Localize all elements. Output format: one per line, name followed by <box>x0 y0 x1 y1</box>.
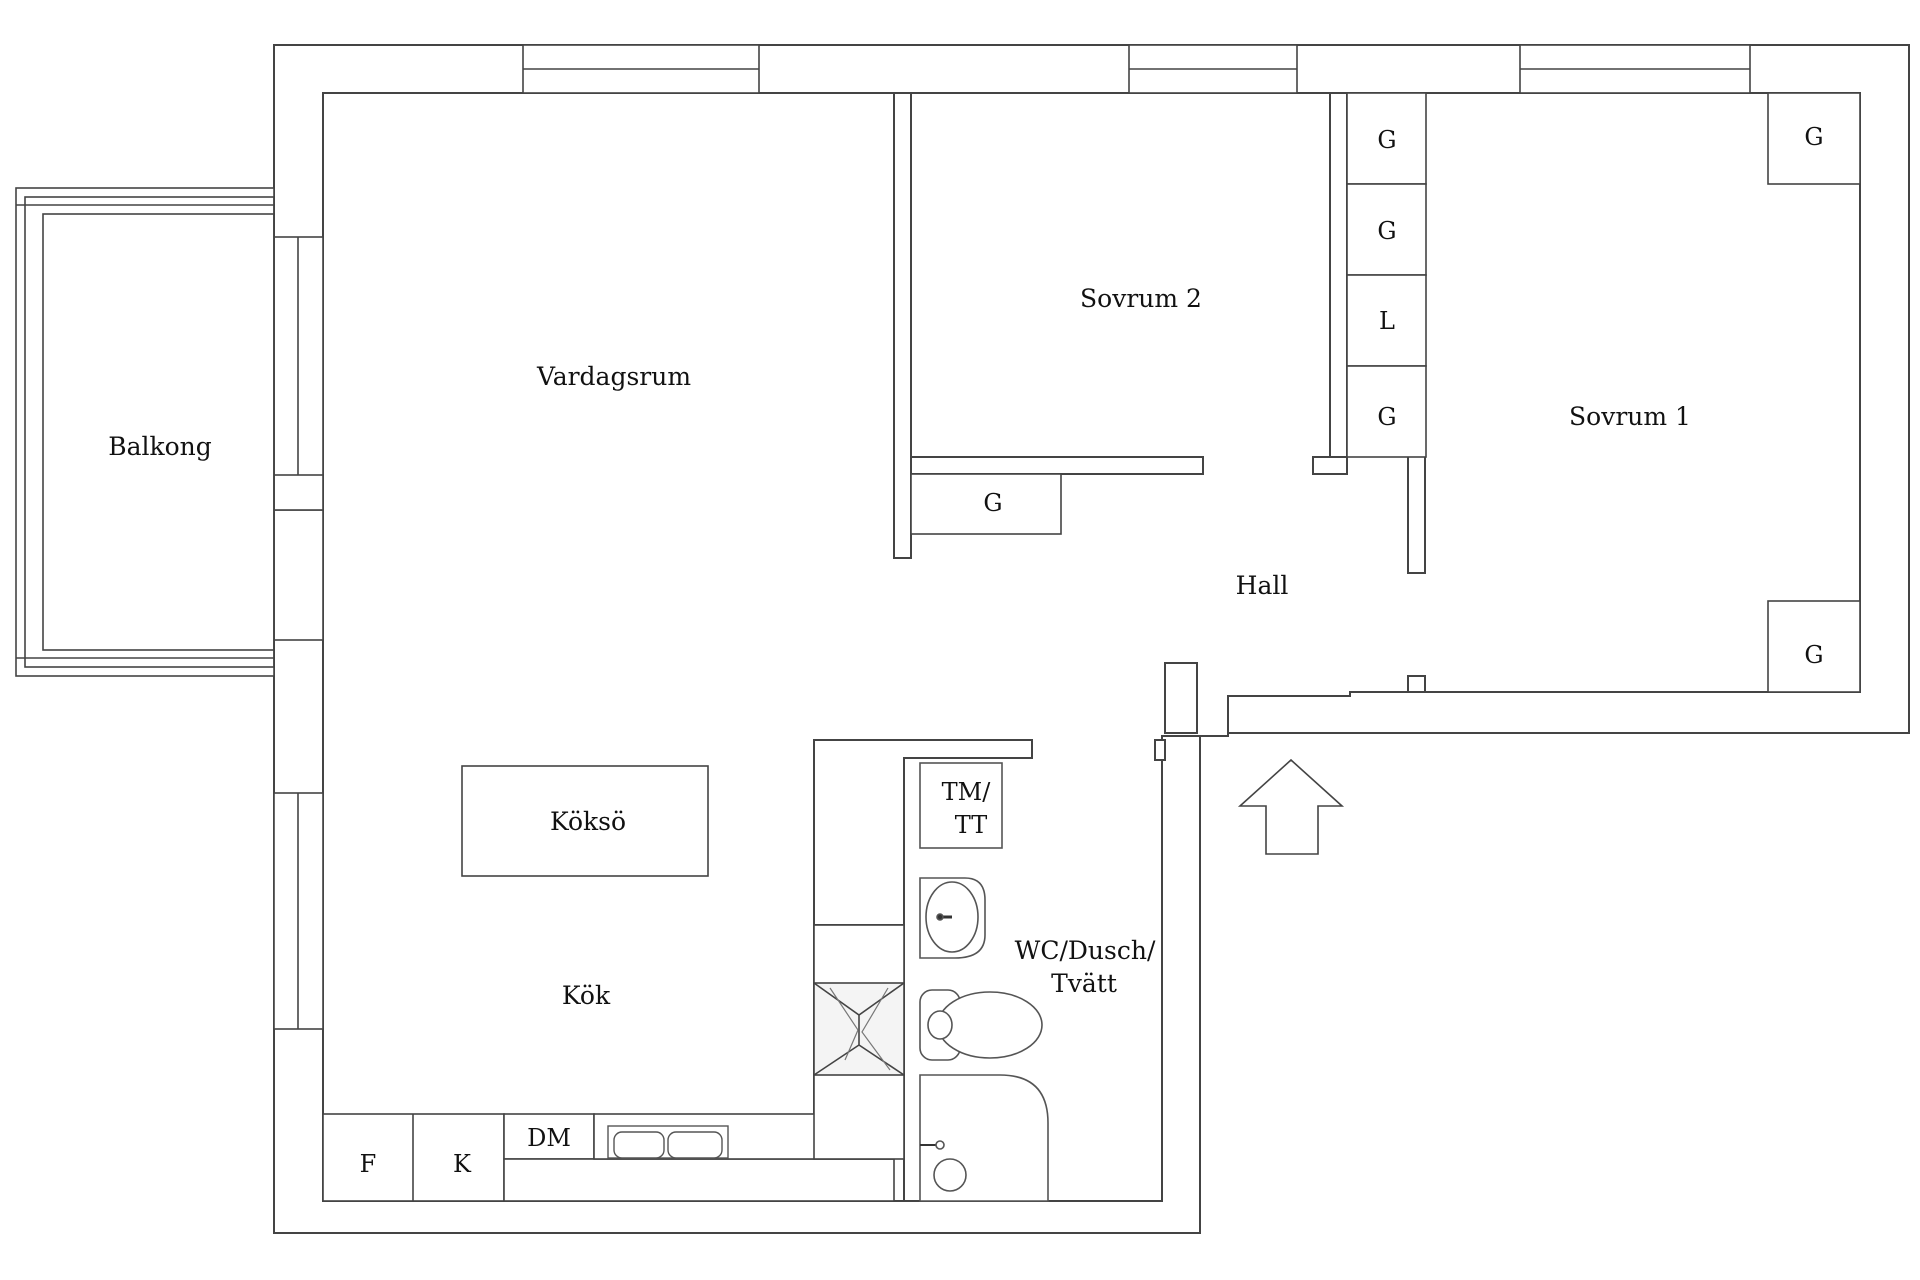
closet-label: G <box>1804 641 1823 669</box>
fixture-labels: G G L G G G G TM/ TT F K DM <box>360 123 1824 1178</box>
room-label-balkong: Balkong <box>108 432 212 461</box>
room-label-sovrum2: Sovrum 2 <box>1080 284 1202 313</box>
sink-icon <box>607 1125 729 1159</box>
room-label-koksoe: Köksö <box>550 807 626 836</box>
dishwasher-label: DM <box>527 1124 571 1152</box>
balcony <box>15 187 275 677</box>
room-label-wc-line2: Tvätt <box>1051 969 1117 998</box>
room-label-wc-line1: WC/Dusch/ <box>1015 936 1156 965</box>
bathroom-fixtures <box>919 762 1049 1202</box>
fridge-label: F <box>360 1150 377 1178</box>
entrance-arrow-icon <box>1237 758 1345 855</box>
stove-icon <box>829 987 891 1071</box>
room-label-sovrum1: Sovrum 1 <box>1569 402 1691 431</box>
room-label-kok: Kök <box>562 981 611 1010</box>
washer-label-line1: TM/ <box>942 778 992 806</box>
closet-label: G <box>983 489 1002 517</box>
closet-label: G <box>1377 126 1396 154</box>
freezer-label: K <box>453 1150 472 1178</box>
room-label-hall: Hall <box>1236 571 1289 600</box>
closet-label: G <box>1804 123 1823 151</box>
sink-icon <box>919 877 986 959</box>
linen-closet-label: L <box>1379 307 1395 335</box>
room-labels: Balkong Vardagsrum Sovrum 2 Sovrum 1 Hal… <box>108 284 1691 1010</box>
closets <box>910 92 1861 693</box>
washer-label-line2: TT <box>955 811 987 839</box>
room-label-vardagsrum: Vardagsrum <box>536 362 691 391</box>
closet-label: G <box>1377 403 1396 431</box>
walls <box>273 44 1910 1234</box>
balcony-door <box>273 474 324 641</box>
closet-label: G <box>1377 217 1396 245</box>
toilet-icon <box>919 989 1043 1061</box>
shower-icon <box>919 1074 1049 1202</box>
kitchen-furniture <box>322 765 905 1202</box>
windows <box>273 44 1751 1030</box>
